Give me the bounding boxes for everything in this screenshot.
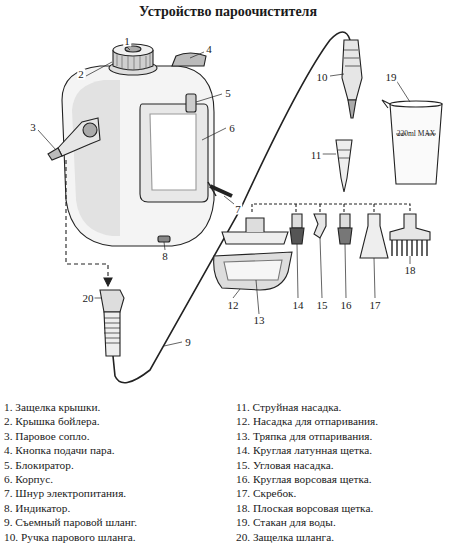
legend-list-item: 13. Тряпка для отпаривания. — [236, 431, 372, 442]
legend-list-item: 20. Защелка шланга. — [236, 532, 334, 543]
legend-list-item: 1. Защелка крышки. — [4, 402, 100, 413]
cleaner-body — [62, 66, 214, 246]
handle-tip — [348, 100, 356, 118]
page-title: Устройство пароочистителя — [0, 4, 456, 20]
jet-nozzle-band — [338, 150, 350, 158]
callout-number: 20 — [82, 293, 95, 304]
flat-bristles — [392, 240, 427, 256]
legend-list-item: 16. Круглая ворсовая щетка. — [236, 474, 372, 485]
window-glare — [150, 114, 196, 190]
brass-bristles — [290, 228, 304, 244]
callout-number: 3 — [29, 122, 37, 133]
coupling-ridges — [104, 318, 120, 343]
callout-number: 8 — [161, 251, 169, 262]
water-cup — [390, 104, 442, 184]
callout-number: 19 — [385, 72, 398, 83]
legend-list-item: 2. Крышка бойлера. — [4, 416, 100, 427]
cap-latch — [125, 46, 141, 52]
cup-rim — [390, 101, 442, 107]
accessory-bracket — [252, 204, 410, 212]
callout-number: 2 — [77, 69, 85, 80]
boiler-cap-top — [113, 44, 153, 56]
callout-number: 14 — [292, 300, 305, 311]
callout-number: 5 — [224, 88, 232, 99]
bristle-brush — [340, 214, 350, 228]
legend-list-item: 7. Шнур электропитания. — [4, 488, 126, 499]
steam-button — [172, 53, 206, 66]
round-bristles — [338, 228, 352, 244]
handle-grip — [344, 50, 360, 66]
callout-number: 10 — [316, 72, 329, 83]
callout-number: 17 — [369, 300, 382, 311]
nozzle-ring — [83, 123, 97, 137]
callout-number: 15 — [316, 300, 329, 311]
hose-coupling — [104, 312, 120, 356]
window-panel — [140, 104, 208, 202]
legend-list-item: 14. Круглая латунная щетка. — [236, 445, 372, 456]
plate-handle — [246, 218, 264, 232]
legend-list-item: 9. Съемный паровой шланг. — [4, 517, 137, 528]
jet-nozzle — [336, 140, 352, 192]
callout-number: 1 — [123, 36, 131, 47]
leader-lines — [38, 47, 410, 346]
power-cord-end — [208, 182, 216, 196]
legend-list-item: 8. Индикатор. — [4, 503, 70, 514]
callout-number: 12 — [227, 300, 240, 311]
callout-number: 16 — [340, 300, 353, 311]
cap-ridges — [117, 54, 150, 70]
flat-brush — [390, 214, 430, 240]
steam-plate — [222, 232, 288, 244]
hose-handle — [342, 40, 362, 100]
legend-list-item: 10. Ручка парового шланга. — [4, 532, 136, 543]
nozzle-tip — [48, 148, 62, 160]
legend-list-item: 11. Струйная насадка. — [236, 402, 341, 413]
callout-number: 18 — [404, 265, 417, 276]
cloth-inner — [224, 260, 282, 280]
dashed-link — [66, 160, 108, 282]
legend-list-item: 19. Стакан для воды. — [236, 517, 336, 528]
legend-list-item: 17. Скребок. — [236, 488, 296, 499]
legend-list-item: 5. Блокиратор. — [4, 460, 74, 471]
body-shade — [72, 80, 120, 236]
callout-number: 9 — [184, 337, 192, 348]
steam-hose — [113, 32, 350, 383]
legend-list-item: 3. Паровое сопло. — [4, 431, 89, 442]
brass-brush — [292, 214, 302, 228]
legend-list-item: 6. Корпус. — [4, 474, 53, 485]
callout-number: 7 — [234, 204, 242, 215]
cup-volume-mark: 220ml MAX — [397, 130, 436, 138]
legend-list-item: 4. Кнопка подачи пара. — [4, 445, 115, 456]
angle-nozzle — [314, 214, 326, 238]
lock-switch — [186, 94, 196, 112]
indicator-lamp — [158, 236, 170, 242]
legend-list-item: 12. Насадка для отпаривания. — [236, 416, 378, 427]
callout-number: 4 — [205, 44, 213, 55]
cup-spout — [382, 100, 390, 108]
steam-nozzle — [58, 118, 100, 156]
legend-list-item: 18. Плоская ворсовая щетка. — [236, 503, 373, 514]
callout-number: 6 — [228, 123, 236, 134]
steam-cloth — [214, 252, 292, 290]
callout-number: 13 — [253, 315, 266, 326]
scraper — [360, 214, 388, 258]
hose-latch — [100, 290, 124, 312]
callout-number: 11 — [310, 150, 323, 161]
legend-list-item: 15. Угловая насадка. — [236, 460, 334, 471]
dashed-arrow — [104, 278, 112, 286]
